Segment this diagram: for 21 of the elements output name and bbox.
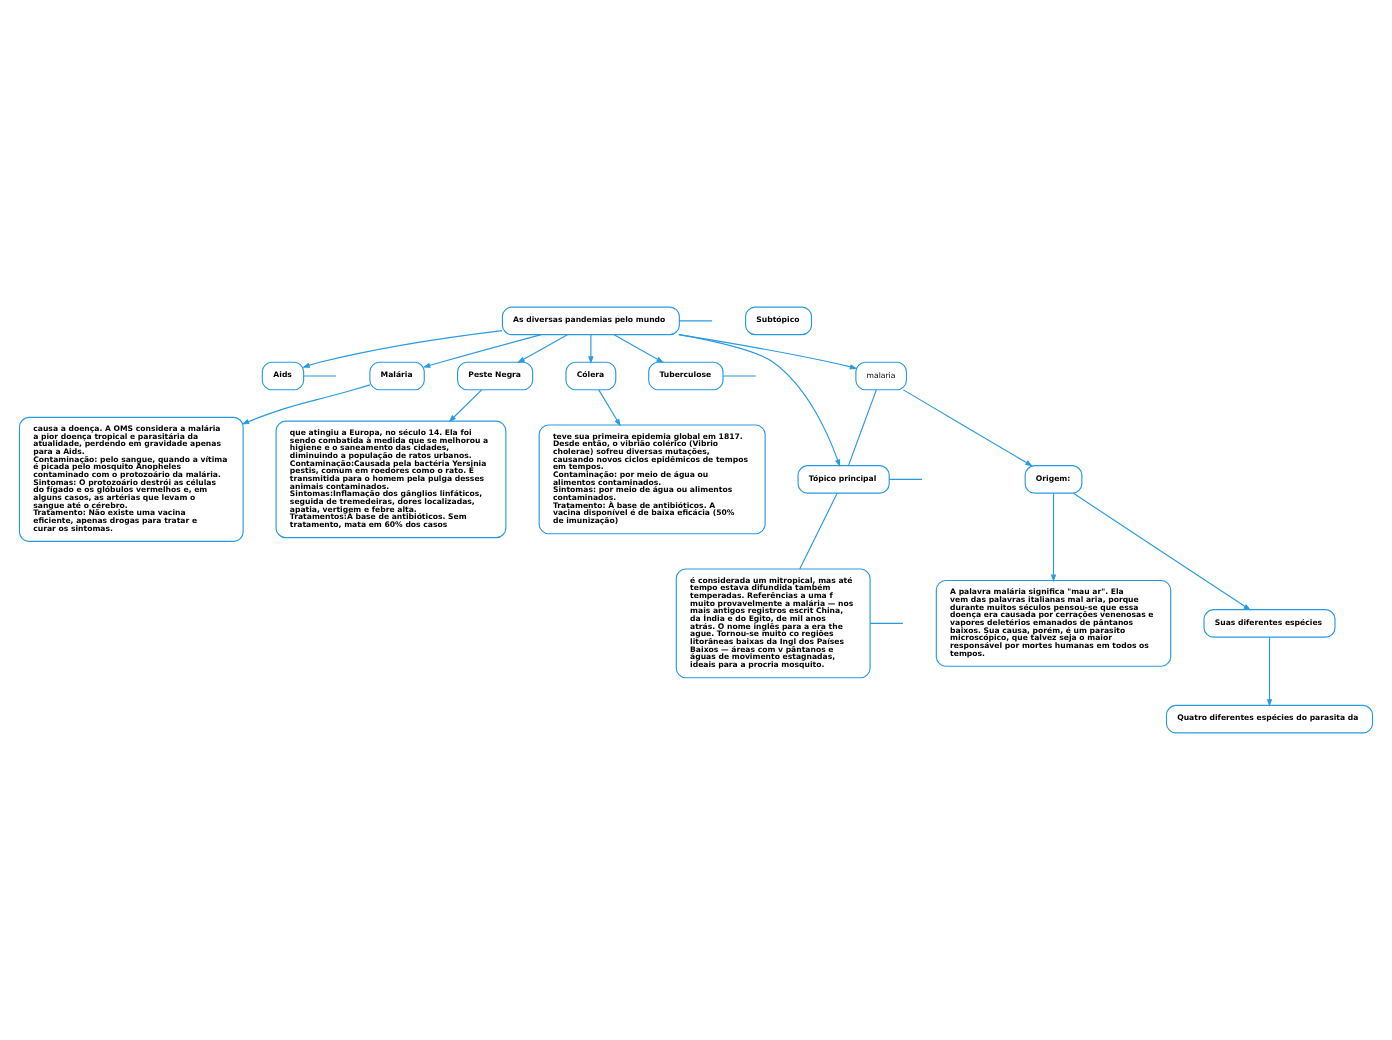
connector — [722, 375, 757, 377]
arrow — [598, 389, 621, 427]
arrow — [422, 334, 542, 368]
arrow — [448, 389, 483, 423]
arrow — [302, 330, 503, 368]
arrow — [678, 334, 858, 370]
arrow — [1266, 636, 1273, 707]
connector — [303, 375, 337, 377]
connector — [799, 492, 838, 570]
arrow — [1050, 492, 1057, 583]
connector — [678, 320, 713, 322]
arrow — [1072, 492, 1252, 611]
arrow — [588, 334, 594, 364]
connector — [847, 389, 877, 467]
connector — [869, 622, 904, 624]
arrow — [902, 389, 1033, 467]
connector — [888, 478, 923, 480]
arrow — [613, 334, 665, 363]
arrow — [517, 334, 569, 363]
arrow — [241, 384, 371, 425]
arrow — [678, 334, 841, 468]
